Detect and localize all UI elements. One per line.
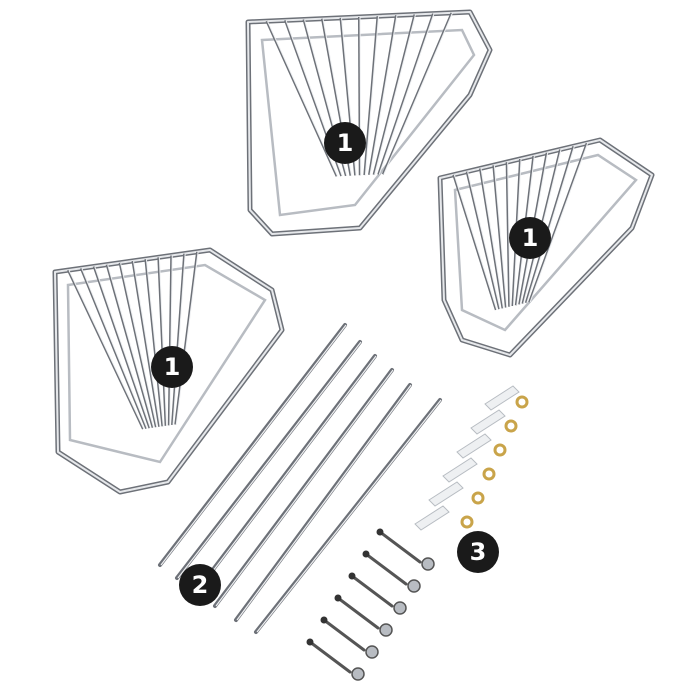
badge-number: 1 [522,224,539,252]
number-badge-basket-left: 1 [151,346,193,388]
screw [362,550,408,586]
washer [493,443,507,457]
screw [376,528,422,564]
wall-plug [456,433,492,459]
screw [334,594,380,630]
corner-basket-right [437,137,655,358]
number-badge-basket-top: 1 [324,122,366,164]
support-rod [254,398,442,634]
support-rod [213,368,394,608]
support-rod [194,354,377,594]
wall-plug [470,409,506,435]
cap-nut [351,667,365,681]
washer [460,515,474,529]
wall-plug [442,457,478,483]
screw [348,572,394,608]
wall-plug [414,505,450,531]
badge-number: 1 [337,129,354,157]
badge-number: 2 [192,571,209,599]
cap-nut [421,557,435,571]
wall-plug [428,481,464,507]
badge-number: 1 [164,353,181,381]
washer [471,491,485,505]
washer [482,467,496,481]
corner-basket-top [245,9,493,237]
cap-nut [379,623,393,637]
cap-nut [407,579,421,593]
cap-nut [393,601,407,615]
support-rod [175,340,362,580]
washer [504,419,518,433]
number-badge-basket-right: 1 [509,217,551,259]
washer [515,395,529,409]
screw [306,638,352,674]
cap-nut [365,645,379,659]
support-rod [158,323,347,567]
support-rod [234,383,412,622]
screw [320,616,366,652]
corner-basket-left [52,247,285,495]
badge-number: 3 [470,538,487,566]
wall-plug [484,385,520,411]
fixings-kit [306,385,529,681]
number-badge-fixings: 3 [457,531,499,573]
support-rods [158,323,442,634]
number-badge-rods: 2 [179,564,221,606]
